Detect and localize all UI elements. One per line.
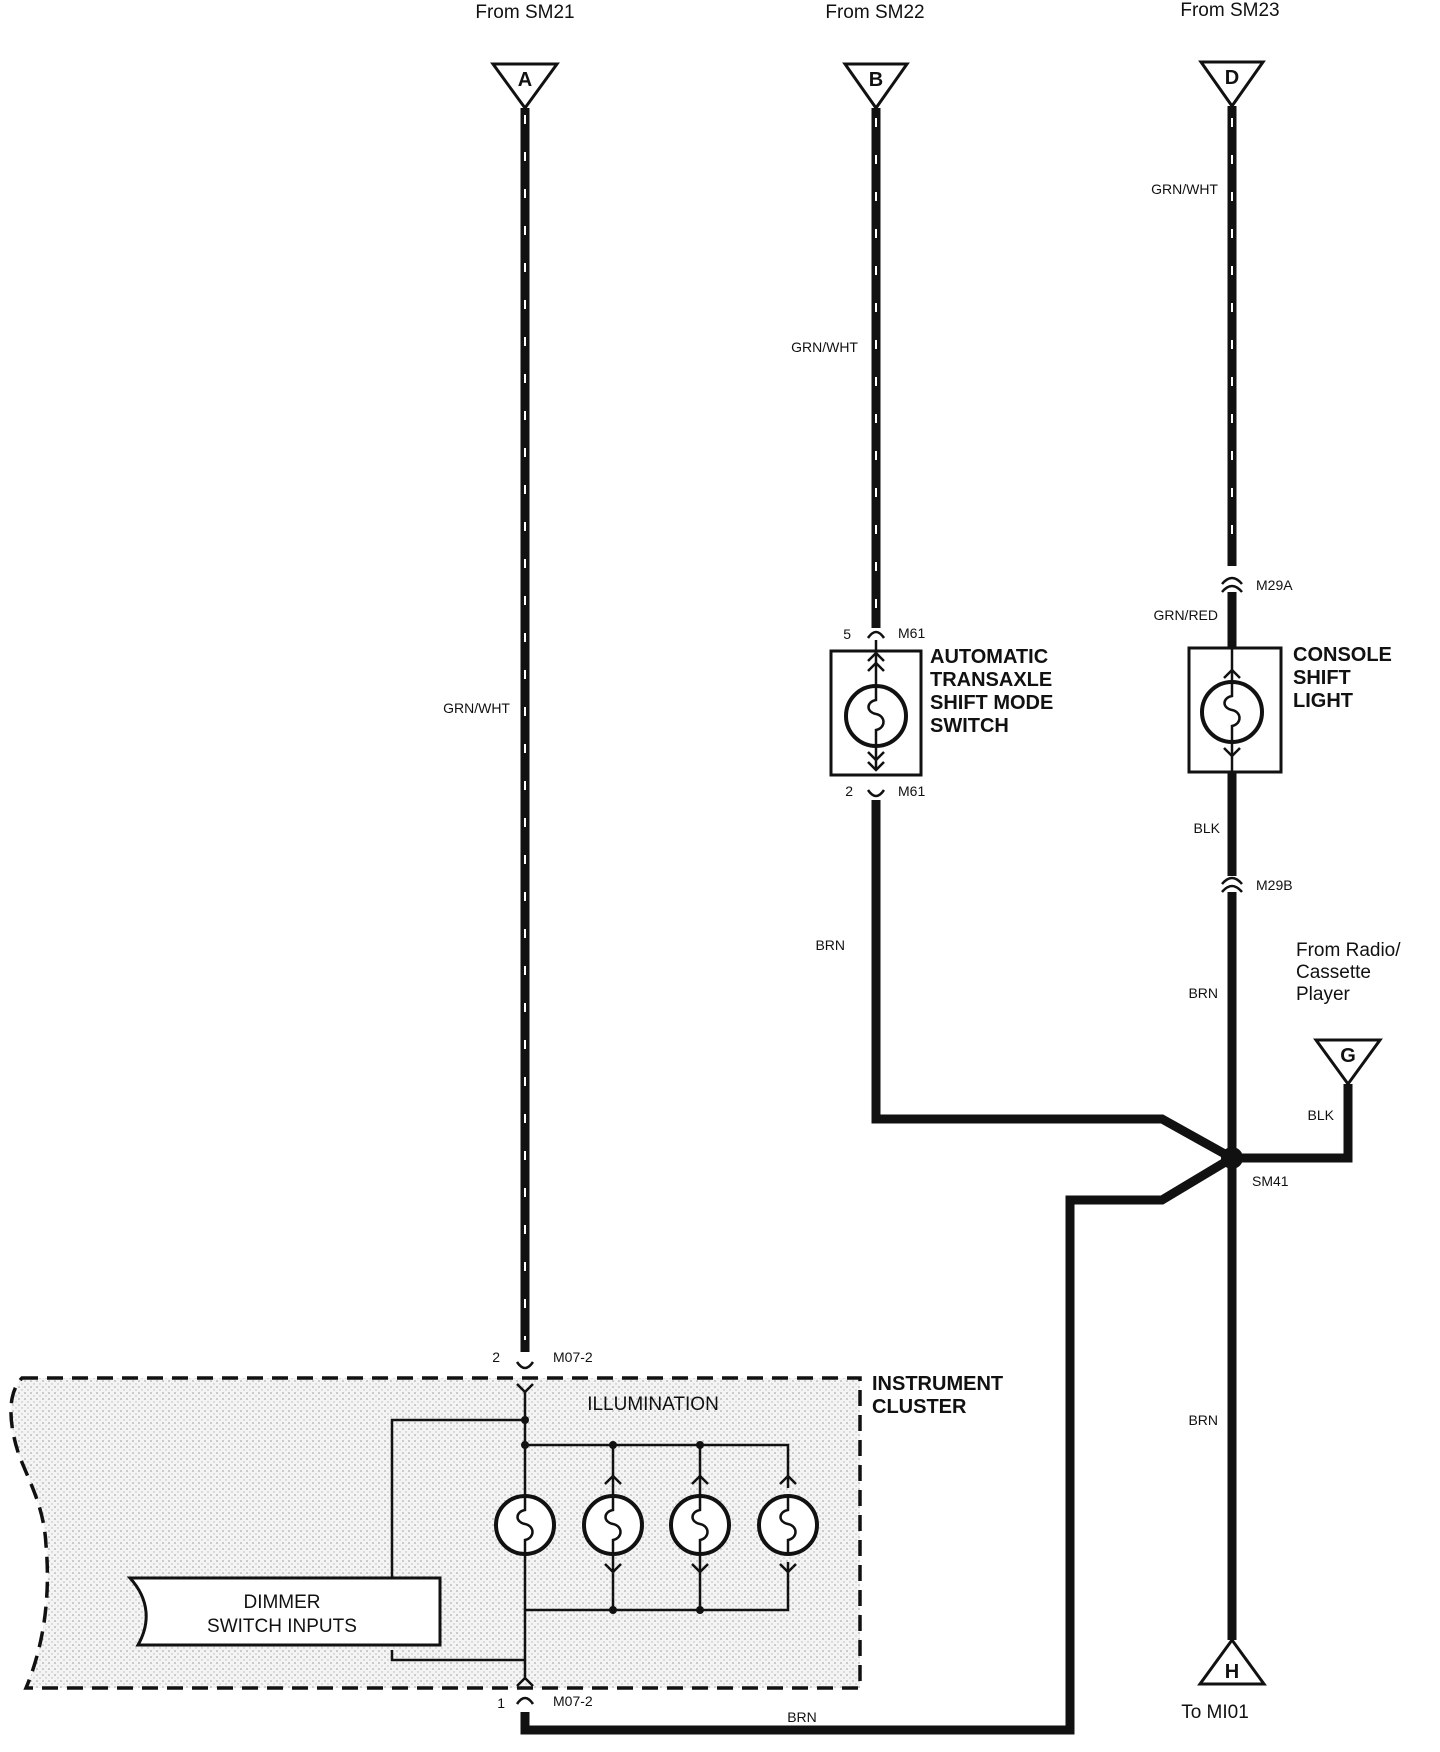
illumination-label: ILLUMINATION: [587, 1394, 719, 1415]
m29b-label: M29B: [1256, 877, 1293, 893]
m61-bottom-pin: 2: [845, 783, 853, 799]
dimmer-line1: DIMMER: [243, 1592, 320, 1613]
source-g-label-line1: From Radio/: [1296, 940, 1401, 961]
m07-top-name: M07-2: [553, 1349, 593, 1365]
console-shift-light: [1187, 646, 1283, 774]
wire-d-color-blk: BLK: [1194, 820, 1221, 836]
terminal-g: G: [1313, 1038, 1383, 1087]
m07-bottom-connector: [515, 1696, 535, 1705]
wire-a-color: GRN/WHT: [443, 700, 510, 716]
illumination-bulb-4: [757, 1474, 819, 1574]
wire-d-color-brn: BRN: [1188, 985, 1218, 1001]
dimmer-line2: SWITCH INPUTS: [207, 1616, 357, 1637]
source-d-label: From SM23: [1180, 0, 1279, 21]
svg-text:B: B: [869, 69, 883, 91]
wire-g-color: BLK: [1308, 1107, 1335, 1123]
terminal-d: D: [1198, 60, 1266, 109]
m61-bottom-connector: [866, 789, 886, 798]
splice-label: SM41: [1252, 1173, 1289, 1189]
terminal-h-label: To MI01: [1181, 1702, 1249, 1723]
console-shift-light-line2: SHIFT: [1293, 667, 1351, 689]
m61-top-connector: [866, 630, 886, 639]
wire-bottom-brn: [520, 1154, 1235, 1735]
wire-bottom-color: BRN: [787, 1709, 817, 1725]
terminal-h: H: [1197, 1637, 1267, 1686]
instrument-cluster-line1: INSTRUMENT: [872, 1373, 1003, 1395]
instrument-cluster-line2: CLUSTER: [872, 1396, 967, 1418]
shift-mode-switch: [829, 640, 923, 777]
wire-h-color: BRN: [1188, 1412, 1218, 1428]
m29b-connector: [1221, 876, 1243, 893]
m07-bottom-name: M07-2: [553, 1693, 593, 1709]
svg-text:A: A: [518, 69, 532, 91]
source-g-label-line3: Player: [1296, 984, 1351, 1005]
illumination-bulb-1: [494, 1494, 556, 1556]
terminal-a: A: [490, 62, 560, 111]
illumination-bulb-3: [669, 1474, 731, 1574]
m61-bottom-name: M61: [898, 783, 925, 799]
m61-top-name: M61: [898, 625, 925, 641]
console-shift-light-line3: LIGHT: [1293, 690, 1353, 712]
m29a-label: M29A: [1256, 577, 1293, 593]
source-a-label: From SM21: [475, 2, 574, 23]
m29a-connector: [1221, 576, 1243, 593]
shift-mode-switch-line1: AUTOMATIC: [930, 646, 1048, 668]
shift-mode-switch-line4: SWITCH: [930, 715, 1009, 737]
wire-b-brn: [871, 800, 1235, 1162]
m07-top-pin: 2: [492, 1349, 500, 1365]
source-b-label: From SM22: [825, 2, 924, 23]
dimmer-switch-box: [126, 1576, 442, 1647]
illumination-bulb-2: [582, 1474, 644, 1574]
wire-b-color-top: GRN/WHT: [791, 339, 858, 355]
wire-g-blk: [1232, 1084, 1353, 1163]
shift-mode-switch-line2: TRANSAXLE: [930, 669, 1052, 691]
m07-bottom-pin: 1: [497, 1695, 505, 1711]
wire-d-color-top: GRN/WHT: [1151, 181, 1218, 197]
shift-mode-switch-line3: SHIFT MODE: [930, 692, 1053, 714]
source-g-label-line2: Cassette: [1296, 962, 1371, 983]
svg-text:G: G: [1340, 1045, 1356, 1067]
svg-text:D: D: [1225, 67, 1239, 89]
wire-d-color-mid: GRN/RED: [1153, 607, 1218, 623]
svg-text:H: H: [1225, 1661, 1239, 1683]
m61-top-pin: 5: [843, 626, 851, 642]
console-shift-light-line1: CONSOLE: [1293, 644, 1392, 666]
terminal-b: B: [842, 62, 910, 111]
m07-top-connector: [515, 1361, 535, 1370]
illumination-circuit: [390, 1392, 790, 1680]
m07-bottom-pin-arrow: [516, 1676, 534, 1687]
wire-b-color-bottom: BRN: [815, 937, 845, 953]
